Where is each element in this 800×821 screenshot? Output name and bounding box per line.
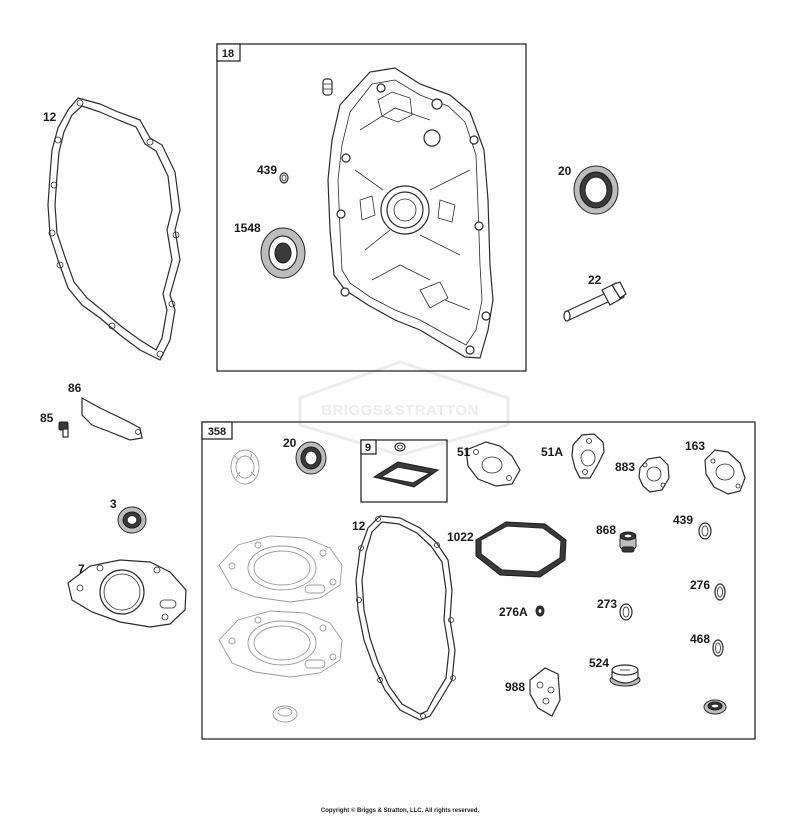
head-gasket-set-lower[interactable] <box>218 610 343 678</box>
callout-988: 988 <box>505 680 525 694</box>
callout-12: 12 <box>43 110 57 124</box>
valve-seal-868[interactable]: 868 <box>596 523 637 553</box>
callout-20: 20 <box>558 164 572 178</box>
box-18-label: 18 <box>222 48 234 60</box>
callout-468: 468 <box>690 632 710 646</box>
oil-seal-1548[interactable]: 1548 <box>234 221 306 279</box>
crankcase-cover[interactable] <box>327 67 494 359</box>
callout-524: 524 <box>589 656 609 670</box>
plug-524[interactable]: 524 <box>589 656 641 687</box>
box-358: 358 <box>201 421 756 740</box>
plate-988[interactable]: 988 <box>505 667 561 717</box>
brand-watermark: BRIGGS&STRATTON <box>298 360 510 457</box>
gasket-51a[interactable]: 51A <box>541 433 605 479</box>
callout-20-set: 20 <box>283 436 297 450</box>
o-ring-468[interactable]: 468 <box>690 632 724 657</box>
head-gasket-set-upper[interactable] <box>218 535 343 603</box>
callout-85: 85 <box>40 411 54 425</box>
callout-439: 439 <box>257 163 277 177</box>
o-ring-276a[interactable]: 276A <box>499 605 545 619</box>
callout-22: 22 <box>588 273 602 287</box>
copyright-notice: Copyright © Briggs & Stratton, LLC. All … <box>320 808 480 814</box>
gasket-1022[interactable]: 1022 <box>447 521 567 578</box>
callout-276: 276 <box>690 578 710 592</box>
oil-seal-20[interactable]: 20 <box>558 164 619 215</box>
callout-1548: 1548 <box>234 221 261 235</box>
gasket-883[interactable]: 883 <box>615 456 670 493</box>
plate-86[interactable]: 86 <box>68 381 143 441</box>
callout-51a: 51A <box>541 445 563 459</box>
gasket-51[interactable]: 51 <box>457 441 521 487</box>
callout-3: 3 <box>110 497 117 511</box>
o-ring-273[interactable]: 273 <box>597 597 633 621</box>
callout-273: 273 <box>597 597 617 611</box>
callout-86: 86 <box>68 381 82 395</box>
callout-868: 868 <box>596 523 616 537</box>
head-gasket-7[interactable]: 7 <box>67 559 187 628</box>
seal-ghost-bottom[interactable] <box>272 705 298 723</box>
callout-276a: 276A <box>499 605 528 619</box>
box-358-label: 358 <box>208 426 226 438</box>
valve-cover-gasket-9[interactable] <box>372 442 440 488</box>
box-9-label: 9 <box>365 442 371 454</box>
o-ring-439-set[interactable]: 439 <box>673 513 712 540</box>
callout-883: 883 <box>615 460 635 474</box>
callout-51: 51 <box>457 445 471 459</box>
o-ring-439-top[interactable]: 439 <box>257 163 289 184</box>
crankcase-gasket-12[interactable]: 12 <box>43 97 181 361</box>
screw-85[interactable]: 85 <box>40 411 69 438</box>
dowel-pin[interactable] <box>322 78 333 96</box>
callout-12-set: 12 <box>352 519 366 533</box>
seal-bottom-right[interactable] <box>703 699 727 715</box>
callout-7: 7 <box>78 562 85 576</box>
bolt-22[interactable]: 22 <box>563 273 627 322</box>
gasket-163[interactable]: 163 <box>685 439 746 495</box>
oil-seal-20-set[interactable]: 20 <box>283 436 327 475</box>
o-ring-276[interactable]: 276 <box>690 578 726 601</box>
callout-1022: 1022 <box>447 530 474 544</box>
box-9: 9 <box>360 439 448 503</box>
crankcase-gasket-12-set[interactable]: 12 <box>352 515 456 721</box>
box-18: 18 <box>216 43 527 372</box>
watermark-text: BRIGGS&STRATTON <box>321 402 479 419</box>
seal-ghost-top[interactable] <box>230 449 260 485</box>
oil-seal-3[interactable]: 3 <box>110 497 147 534</box>
callout-439-set: 439 <box>673 513 693 527</box>
callout-163: 163 <box>685 439 705 453</box>
